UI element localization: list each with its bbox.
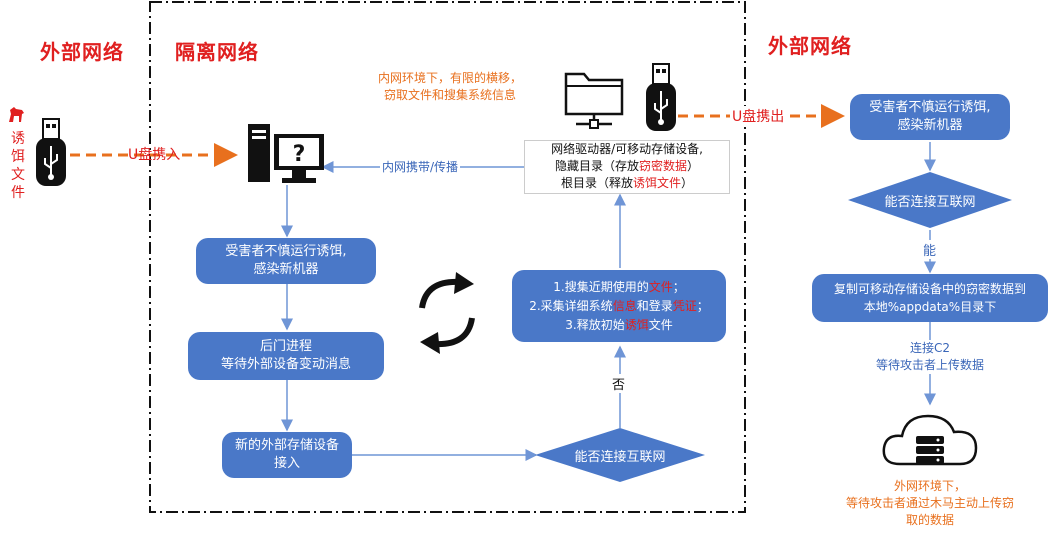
zone-title-isolated: 隔离网络 bbox=[175, 40, 259, 64]
cycle-arrows-icon bbox=[412, 268, 482, 358]
horse-icon bbox=[6, 104, 28, 126]
yes-label: 能 bbox=[923, 240, 937, 259]
isolated-network-border bbox=[149, 1, 746, 513]
zone-title-external-left: 外部网络 bbox=[40, 40, 124, 64]
zone-title-external-right: 外部网络 bbox=[768, 34, 852, 58]
storage-line-1: 网络驱动器/可移动存储设备, bbox=[551, 142, 703, 156]
collect-info-box: 1.搜集近期使用的文件； 2.采集详细系统信息和登录凭证； 3.释放初始诱饵文件 bbox=[512, 270, 726, 342]
intranet-note: 内网环境下，有限的横移， 窃取文件和搜集系统信息 bbox=[377, 71, 522, 102]
usb-drive-icon bbox=[644, 63, 678, 133]
carry-spread-label: 内网携带/传播 bbox=[380, 159, 461, 176]
no-label: 否 bbox=[612, 374, 626, 393]
folder-network-icon bbox=[562, 66, 626, 130]
collect-line-3: 3.释放初始诱饵文件 bbox=[565, 317, 673, 332]
collect-line-2: 2.采集详细系统信息和登录凭证； bbox=[529, 298, 709, 313]
victim-infect-box: 受害者不慎运行诱饵, 感染新机器 bbox=[196, 238, 376, 284]
usb-insert-label: U盘携入 bbox=[128, 147, 181, 163]
cloud-note: 外网环境下， 等待攻击者通过木马主动上传窃 取的数据 bbox=[845, 479, 1014, 527]
decision-diamond-isolated bbox=[535, 428, 705, 482]
victim-infect-box-external: 受害者不慎运行诱饵, 感染新机器 bbox=[850, 94, 1010, 140]
cloud-server-icon bbox=[878, 406, 982, 474]
collect-line-1: 1.搜集近期使用的文件； bbox=[553, 279, 685, 294]
decision-diamond-external bbox=[848, 172, 1012, 228]
usb-out-label: U盘携出 bbox=[730, 106, 787, 126]
svg-text:?: ? bbox=[293, 142, 306, 167]
decision-label-isolated: 能否连接互联网 bbox=[574, 449, 666, 465]
storage-line-2: 隐藏目录（存放窃密数据） bbox=[554, 159, 700, 173]
decision-label-external: 能否连接互联网 bbox=[884, 194, 976, 210]
copy-data-box: 复制可移动存储设备中的窃密数据到 本地%appdata%目录下 bbox=[812, 274, 1048, 322]
backdoor-process-box: 后门进程 等待外部设备变动消息 bbox=[188, 332, 384, 380]
computer-question-icon: ? bbox=[246, 120, 326, 186]
new-device-box: 新的外部存储设备 接入 bbox=[222, 432, 352, 478]
usb-drive-icon bbox=[34, 118, 68, 188]
storage-description-box: 网络驱动器/可移动存储设备, 隐藏目录（存放窃密数据） 根目录（释放诱饵文件） bbox=[524, 140, 730, 194]
storage-line-3: 根目录（释放诱饵文件） bbox=[560, 176, 694, 190]
c2-connect-label: 连接C2 等待攻击者上传数据 bbox=[860, 340, 1000, 374]
bait-file-label: 诱 饵 文 件 bbox=[11, 131, 25, 201]
